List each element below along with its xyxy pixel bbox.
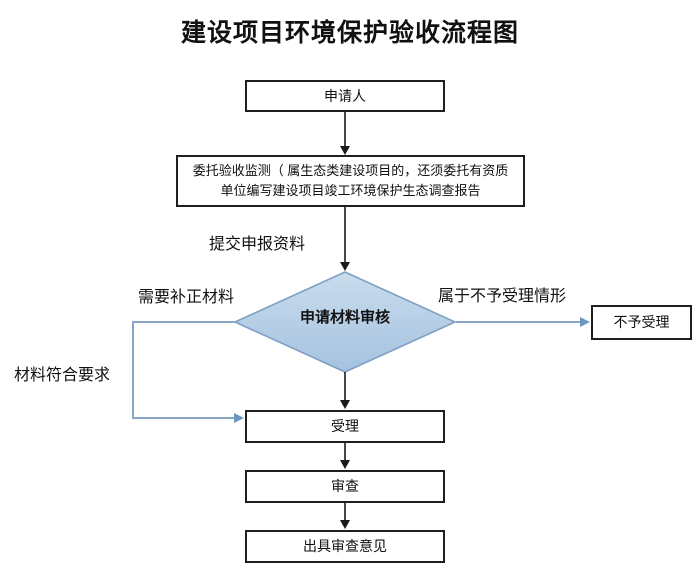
node-commission: 委托验收监测（ 属生态类建设项目的，还须委托有资质 单位编写建设项目竣工环境保护…: [176, 155, 525, 207]
edge-applicant-to-commission: [340, 112, 350, 155]
node-review: 审查: [245, 470, 445, 503]
edge-label-materials-qualified: 材料符合要求: [14, 367, 111, 384]
edge-accept-to-review: [340, 443, 350, 469]
edge-decision-loop-to-accept: [132, 321, 244, 423]
node-accept: 受理: [245, 410, 445, 443]
node-review-label: 审查: [331, 478, 359, 495]
page-title: 建设项目环境保护验收流程图: [180, 19, 519, 47]
edge-review-to-opinion: [340, 503, 350, 529]
node-decision-label: 申请材料审核: [299, 308, 390, 326]
node-opinion: 出具审查意见: [245, 530, 445, 563]
node-reject: 不予受理: [591, 305, 692, 340]
edge-label-not-accept-case: 属于不予受理情形: [438, 288, 567, 305]
edge-decision-to-accept: [340, 372, 350, 409]
edge-commission-to-decision: [340, 207, 350, 271]
node-commission-line1: 委托验收监测（ 属生态类建设项目的，还须委托有资质: [192, 163, 509, 178]
node-applicant: 申请人: [245, 80, 445, 112]
node-accept-label: 受理: [331, 418, 359, 435]
edge-label-submit-materials: 提交申报资料: [209, 236, 306, 253]
node-applicant-label: 申请人: [324, 87, 366, 104]
edge-label-need-supplement: 需要补正材料: [138, 289, 235, 306]
node-commission-line2: 单位编写建设项目竣工环境保护生态调查报告: [220, 183, 481, 198]
node-opinion-label: 出具审查意见: [303, 538, 387, 555]
node-reject-label: 不予受理: [613, 314, 670, 331]
edge-decision-to-reject: [456, 317, 590, 327]
